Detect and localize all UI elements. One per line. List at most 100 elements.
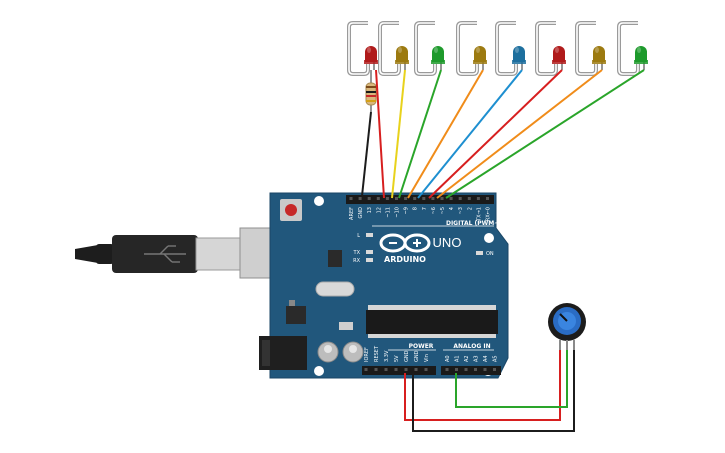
digital-pin-label: ~3 [458, 207, 464, 214]
arduino-logo [379, 233, 431, 253]
digital-pin-label: 4 [449, 207, 455, 210]
led-wire-2[interactable] [391, 69, 406, 199]
digital-pin-label: ~5 [440, 207, 446, 214]
power-pin-label: 3.3V [384, 350, 390, 362]
analog-header [441, 366, 501, 375]
led-cathode-leg-inner [618, 22, 639, 75]
led-red[interactable] [364, 46, 378, 64]
digital-header [346, 195, 494, 204]
pot-signal-wire[interactable] [455, 350, 568, 408]
analog-pin-label: A3 [474, 355, 480, 362]
pot-wiper-icon [559, 313, 568, 322]
led-wire-7[interactable] [436, 69, 603, 199]
led-cathode-leg-inner [415, 22, 436, 75]
mounting-hole [314, 196, 324, 206]
digital-pin-label: 2 [467, 207, 473, 210]
power-pin-label: IOREF [364, 347, 370, 362]
led-cathode-leg [495, 21, 518, 76]
rx-led [366, 258, 373, 262]
led-green[interactable] [431, 46, 445, 64]
resistor[interactable] [365, 70, 377, 112]
power-pin-label: RESET [374, 345, 380, 362]
tx-led [366, 250, 373, 254]
power-header-label: POWER [409, 343, 434, 350]
led-wire-8[interactable] [445, 69, 645, 199]
power-header [362, 366, 436, 375]
led-cathode-leg [414, 21, 437, 76]
power-jack[interactable] [259, 336, 307, 370]
atmega-chip [366, 305, 498, 338]
l-led [366, 233, 373, 237]
usb-chip [328, 250, 342, 267]
led-green[interactable] [634, 46, 648, 64]
digital-pin-label: RX←0 [486, 207, 492, 221]
reset-button[interactable] [280, 199, 302, 221]
on-led [476, 251, 483, 255]
led-cathode-leg [575, 21, 598, 76]
pot-gnd-wire[interactable] [412, 350, 575, 432]
ground-wire[interactable] [361, 111, 372, 197]
digital-pin-label: TX→1 [476, 207, 482, 222]
voltage-regulator [286, 306, 306, 324]
usb-icon [144, 245, 186, 263]
power-pin-label: GND [414, 350, 420, 362]
led-cathode-leg [456, 21, 479, 76]
digital-pin-label: ~10 [395, 207, 401, 218]
pot-5v-wire[interactable] [404, 350, 561, 421]
power-pin-label: Vin [424, 354, 430, 362]
digital-header-label: DIGITAL (PWM~) [446, 220, 502, 227]
led-wire-4[interactable] [407, 69, 484, 199]
led-wire-1[interactable] [375, 69, 385, 199]
led-cathode-leg [535, 21, 558, 76]
crystal-oscillator [315, 281, 355, 297]
led-cathode-leg-inner [496, 22, 517, 75]
digital-pin-label: 13 [367, 207, 373, 213]
digital-pin-label: AREF [349, 207, 355, 220]
usb-cable[interactable] [75, 227, 303, 279]
led-cathode-leg-inner [576, 22, 597, 75]
led-wire-3[interactable] [398, 69, 442, 199]
mounting-hole [484, 233, 494, 243]
led-red[interactable] [552, 46, 566, 64]
capacitor [342, 341, 364, 363]
power-pin-label: GND [404, 350, 410, 362]
power-pin-label: 5V [394, 355, 400, 362]
digital-pin-label: 8 [413, 207, 419, 210]
analog-header-label: ANALOG IN [453, 343, 490, 350]
model-label: UNO [433, 235, 462, 250]
rx-label: RX [353, 258, 360, 264]
l-label: L [357, 233, 360, 239]
digital-pin-label: 12 [376, 207, 382, 213]
analog-pin-label: A4 [483, 355, 489, 362]
mounting-hole [314, 366, 324, 376]
analog-pin-label: A1 [455, 355, 461, 362]
led-wire-5[interactable] [417, 69, 523, 199]
capacitor [317, 341, 339, 363]
analog-pin-label: A2 [464, 355, 470, 362]
analog-pin-label: A0 [445, 355, 451, 362]
digital-pin-label: ~11 [385, 207, 391, 218]
led-signal-wires [375, 69, 645, 199]
led-yellow[interactable] [473, 46, 487, 64]
digital-pin-label: ~6 [431, 207, 437, 214]
led-wire-6[interactable] [428, 69, 563, 199]
led-cathode-leg-inner [379, 22, 400, 75]
led-cathode-leg [378, 21, 401, 76]
led-cathode-leg-inner [536, 22, 557, 75]
digital-pin-label: ~9 [404, 207, 410, 214]
led-blue[interactable] [512, 46, 526, 64]
led-cathode-leg [617, 21, 640, 76]
on-label: ON [486, 251, 494, 257]
led-cathode-leg [347, 21, 370, 76]
logo-text: ARDUINO [384, 255, 426, 264]
led-yellow[interactable] [395, 46, 409, 64]
potentiometer[interactable] [548, 303, 586, 350]
led-cathode-leg-inner [348, 22, 369, 75]
led-yellow[interactable] [592, 46, 606, 64]
led-row [364, 46, 648, 64]
power-pin-labels: IOREF RESET 3.3V 5V GND GND Vin [364, 345, 430, 371]
